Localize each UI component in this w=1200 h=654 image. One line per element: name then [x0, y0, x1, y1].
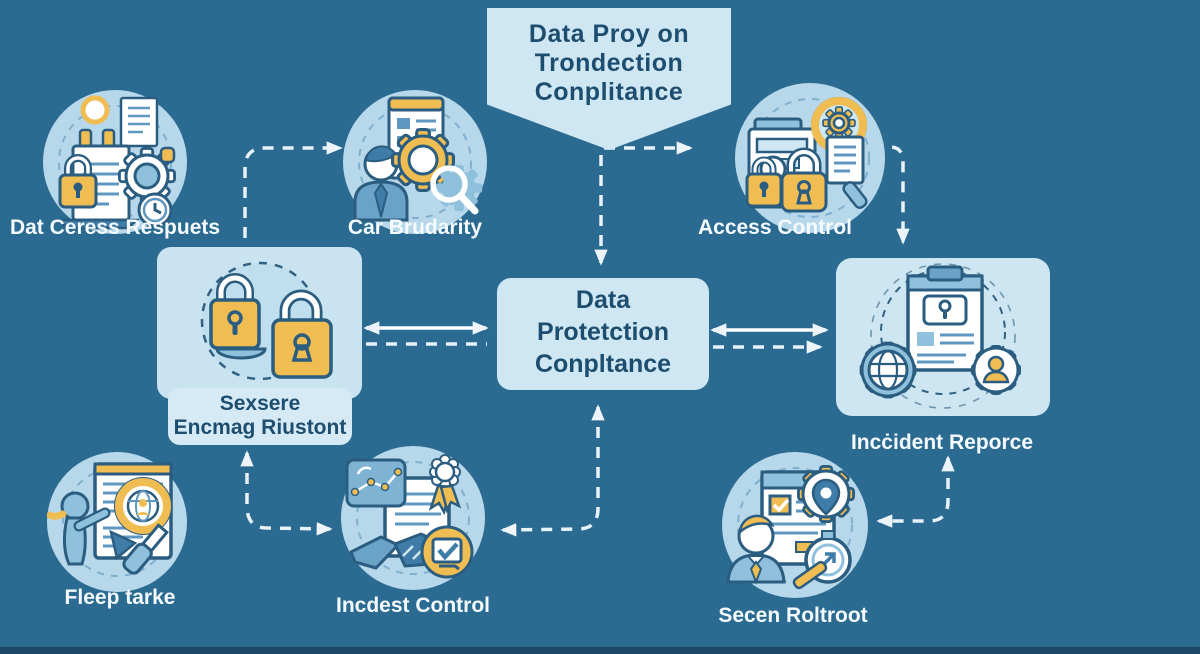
fleep-tarke-node: [47, 452, 187, 592]
clipboard-globe-gear-icon: [859, 263, 1022, 409]
incident-report-label: Incċident Reporce: [850, 431, 1034, 454]
person-checklist-gear-stopwatch-icon: [726, 465, 855, 590]
arrow-leftbox-to-incdestcontrol: [240, 450, 333, 536]
incident-report-node: [836, 258, 1050, 416]
title-line: Conplitance: [534, 78, 684, 106]
incdest-control-label: Incdest Control: [335, 594, 491, 617]
center-node-line: Protetction: [537, 318, 669, 346]
secen-roltroot-node: [722, 452, 868, 598]
encryption-label-line: Encmag Riustont: [173, 416, 347, 439]
center-node-line: Conpltance: [534, 350, 672, 378]
title-line: Data Proy on: [528, 20, 690, 48]
bottom-edge-strip: [0, 647, 1200, 654]
access-control-label: Access Control: [697, 216, 853, 239]
title-line: Trondection: [534, 49, 684, 77]
arrow-rightbox-to-secenroltroot: [876, 455, 955, 528]
documents-lock-gear-clock-icon: [55, 95, 176, 230]
incdest-control-node: [341, 446, 485, 590]
arrow-centerbox-to-incdestcontrol: [500, 404, 605, 537]
person-gear-magnifier-icon: [353, 96, 483, 222]
access-control-node: [735, 83, 885, 233]
data-requests-node: [43, 90, 187, 234]
secen-roltroot-label: Secen Roltroot: [718, 604, 868, 627]
car-brudarity-node: [343, 90, 487, 234]
encryption-node-label: Sexsere Encmag Riustont: [168, 388, 352, 445]
encryption-node: [157, 247, 362, 399]
server-padlocks-magnifier-icon: [745, 97, 870, 218]
arrow-leftbox-to-carbrudarity: [243, 141, 343, 238]
car-brudarity-label: Car Brudarity: [347, 216, 483, 239]
center-node: Data Protetction Conpltance: [497, 278, 709, 390]
encryption-label-line: Sexsere: [219, 392, 301, 415]
data-requests-label: Dat Ceress Respuets: [9, 216, 221, 239]
title-banner: Data Proy on Trondection Conplitance: [487, 8, 731, 150]
center-node-line: Data: [575, 286, 631, 314]
person-document-globe-magnifier-icon: [47, 462, 173, 577]
handshake-document-award-check-icon: [345, 454, 474, 579]
padlocks-icon: [200, 261, 333, 381]
fleep-tarke-label: Fleep tarke: [64, 586, 176, 609]
